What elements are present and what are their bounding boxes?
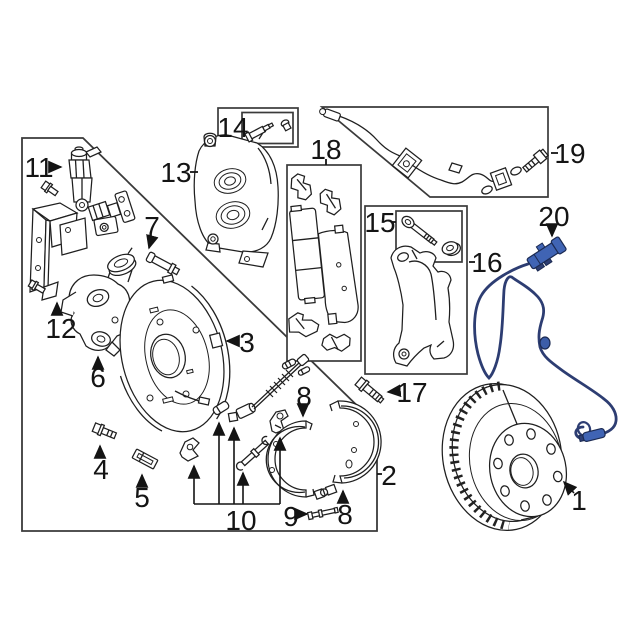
part-2-adjuster — [313, 483, 338, 500]
part-1-brake-rotor — [441, 381, 568, 532]
callout-19: 19 — [554, 138, 585, 169]
abs-harness-wire — [473, 262, 618, 440]
callout-20: 20 — [538, 201, 569, 232]
part-19-brake-hose — [319, 108, 549, 195]
part-4-bolt — [91, 422, 118, 440]
callout-11: 11 — [24, 152, 53, 183]
part-14-bleeder-screw-and-cap — [244, 119, 292, 143]
callout-14: 14 — [217, 112, 248, 143]
parking-brake-group-boundary — [21, 137, 378, 532]
callout-15: 15 — [364, 207, 395, 238]
callout-18: 18 — [310, 134, 341, 165]
part-18-brake-pad-kit — [288, 173, 359, 352]
callout-8-upper: 8 — [296, 381, 312, 412]
callout-6: 6 — [90, 362, 106, 393]
part-16-caliper-anchor-bracket — [390, 245, 455, 367]
part-11-parking-brake-actuator — [68, 146, 136, 237]
part-11-mounting-bolt — [40, 180, 59, 197]
part-12-bracket — [29, 202, 88, 301]
part-12-bolt — [27, 279, 47, 295]
part-13-brake-caliper — [193, 127, 279, 268]
part-10-parking-brake-hardware — [174, 353, 311, 471]
callout-16: 16 — [471, 247, 502, 278]
callout-8-lower: 8 — [337, 499, 353, 530]
callout-12: 12 — [45, 313, 76, 344]
callout-3: 3 — [239, 327, 255, 358]
abs-harness-grommet — [539, 336, 551, 350]
callout-9: 9 — [283, 501, 299, 532]
part-19-banjo-bolt — [521, 148, 549, 173]
part-15-guide-pin-and-bushing — [401, 215, 461, 257]
part-17-anchor-bolt — [354, 376, 385, 404]
callout-1: 1 — [571, 485, 587, 516]
callout-17: 17 — [396, 377, 427, 408]
part-7-anchor-pin — [145, 251, 181, 276]
callout-5: 5 — [134, 482, 150, 513]
part-3-backing-plate — [119, 274, 231, 433]
part-6-wheel-hub — [60, 247, 137, 357]
callout-labels: 1 2 3 4 5 6 7 8 8 9 10 11 12 13 14 15 16… — [24, 112, 586, 536]
part-20-abs-sensor-harness — [473, 236, 618, 443]
callout-leaders — [48, 152, 578, 521]
rotor-lug-holes — [493, 428, 563, 512]
callout-2: 2 — [381, 460, 397, 491]
part-9-hold-down-pin — [306, 506, 339, 521]
part-5-retainer-clip — [131, 448, 159, 470]
abs-sensor-head — [578, 428, 606, 443]
callout-10-bracket — [187, 421, 287, 505]
callout-4: 4 — [93, 454, 109, 485]
abs-sensor-connector — [526, 236, 567, 272]
callout-13: 13 — [160, 157, 191, 188]
callout-7: 7 — [144, 211, 160, 242]
callout-10: 10 — [225, 505, 256, 536]
